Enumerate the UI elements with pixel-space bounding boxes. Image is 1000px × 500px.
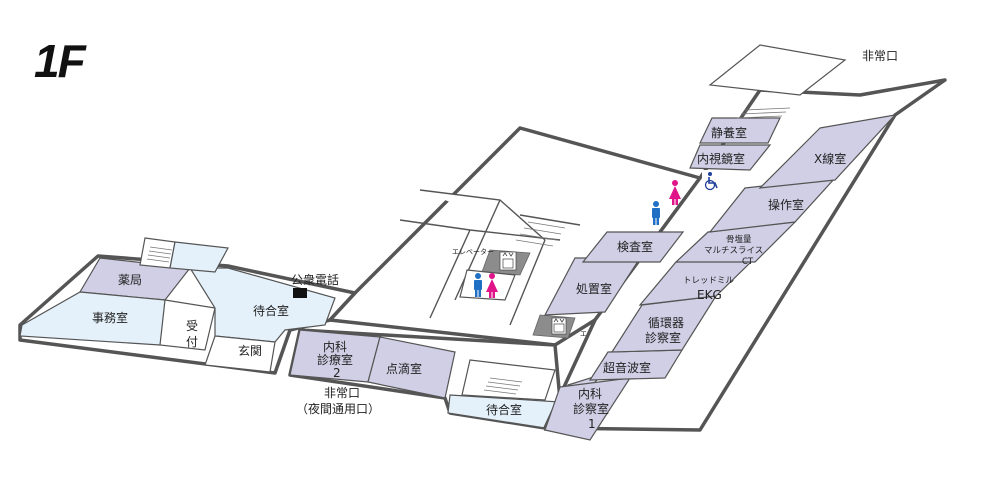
label-bone-2: マルチスライス: [704, 246, 763, 256]
label-reception-1: 受: [186, 319, 198, 333]
floor-title: 1F: [34, 35, 86, 87]
room-entrance[interactable]: [204, 335, 276, 373]
label-emergency-top: 非常口: [862, 49, 898, 63]
label-internal1-2: 診察室: [573, 401, 609, 416]
room-waiting-main[interactable]: [188, 267, 336, 343]
label-circulatory-2: 診察室: [645, 330, 681, 345]
stair-icon: [483, 377, 523, 395]
label-xray: X線室: [814, 151, 846, 166]
elevator-icon: [499, 251, 517, 271]
room-exam[interactable]: [581, 231, 685, 263]
room-rest[interactable]: [699, 117, 781, 144]
label-pharmacy: 薬局: [118, 273, 142, 287]
label-internal1-3: 1: [588, 417, 596, 431]
label-operation: 操作室: [768, 197, 804, 212]
female-restroom-icon: [669, 180, 681, 205]
restroom-center: [459, 269, 516, 301]
room-reception[interactable]: [159, 299, 216, 351]
label-entrance: 玄関: [238, 343, 262, 358]
room-xray[interactable]: [758, 114, 897, 189]
public-phone-icon: [293, 288, 307, 298]
stair-west: [139, 237, 176, 269]
label-bone-3: CT: [742, 257, 754, 267]
label-internal2-1: 内科: [323, 340, 347, 354]
east-wing: [543, 44, 947, 441]
label-public-phone: 公衆電話: [291, 272, 339, 287]
stair-west-landing: [169, 241, 229, 273]
label-waiting-2: 待合室: [486, 402, 522, 417]
label-reception-2: 付: [186, 335, 198, 349]
label-drip: 点滴室: [386, 361, 422, 376]
room-endoscopy[interactable]: [689, 144, 772, 171]
label-rest: 静養室: [711, 125, 747, 140]
wheelchair-icon: [702, 170, 722, 191]
label-treatment: 処置室: [576, 281, 612, 296]
stair-icon: [736, 107, 791, 119]
label-emergency-bottom-2: （夜間通用口）: [296, 401, 380, 416]
male-restroom-icon: [474, 273, 482, 297]
label-circulatory-1: 循環器: [648, 316, 684, 330]
label-elevator-1: エレベーター: [452, 247, 494, 256]
label-ultrasound: 超音波室: [603, 360, 651, 375]
stair-icon: [146, 246, 173, 263]
room-labels: 薬局 事務室 受 付 待合室 玄関 公衆電話 内科 診療室 2 点滴室 非常口 …: [92, 49, 898, 431]
room-internal-1-body[interactable]: [544, 377, 632, 441]
label-internal2-3: 2: [333, 366, 341, 380]
label-bone-1: 骨塩量: [726, 234, 752, 245]
label-internal2-2: 診療室: [317, 352, 353, 367]
south-wing: [288, 328, 562, 430]
label-treadmill-1: トレッドミル: [683, 276, 735, 286]
west-wing: [18, 237, 357, 375]
label-exam: 検査室: [617, 239, 653, 254]
label-emergency-bottom-1: 非常口: [324, 386, 360, 400]
label-treadmill-2: EKG: [697, 288, 722, 302]
elevator-icon: [551, 317, 567, 335]
top-block: [708, 44, 847, 96]
label-endoscopy: 内視鏡室: [697, 151, 745, 166]
label-office: 事務室: [92, 310, 128, 325]
label-waiting-main: 待合室: [253, 303, 289, 318]
male-restroom-icon: [652, 201, 660, 225]
stair-center: [515, 221, 566, 247]
female-restroom-icon: [486, 273, 498, 298]
room-drip[interactable]: [367, 336, 456, 399]
label-internal1-1: 内科: [578, 387, 602, 401]
